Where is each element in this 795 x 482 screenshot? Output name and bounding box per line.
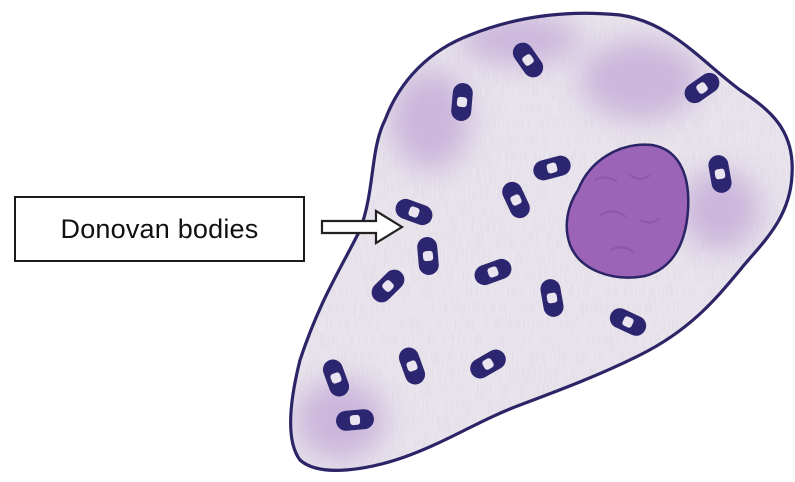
label-box: Donovan bodies [14,196,305,262]
label-donovan-bodies: Donovan bodies [61,214,259,245]
